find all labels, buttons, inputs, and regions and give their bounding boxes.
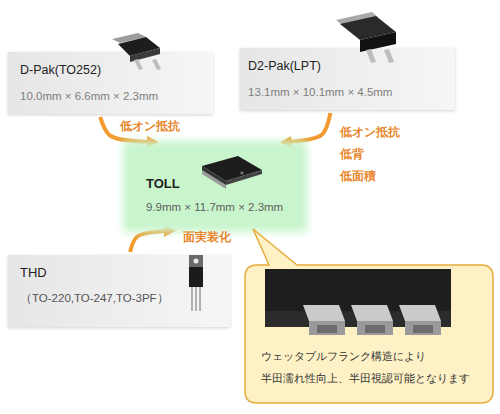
chip-lead — [384, 49, 394, 63]
wettable-flank-notch — [317, 325, 337, 333]
package-box: D2-Pak(LPT) 13.1mm × 10.1mm × 4.5mm — [240, 48, 455, 110]
package-illustration — [240, 48, 455, 110]
chip-body-side — [360, 32, 396, 52]
chip-lead — [366, 49, 376, 63]
flow-arrow — [288, 113, 330, 142]
package-dimensions: 9.9mm × 11.7mm × 2.3mm — [146, 200, 283, 214]
closeup-lead — [399, 305, 441, 321]
transistor-body — [189, 267, 203, 287]
transistor-hole — [194, 259, 199, 264]
transistor-lead — [191, 287, 193, 311]
transistor-lead — [195, 287, 197, 311]
flow-arrow — [130, 231, 167, 252]
callout-shape — [245, 229, 493, 403]
edge-label: 面実装化 — [183, 226, 231, 248]
closeup-lead — [351, 305, 393, 321]
chip-lead — [134, 59, 143, 70]
closeup-lead-front — [357, 321, 393, 335]
wettable-flank-notch — [365, 325, 385, 333]
transistor-lead — [199, 287, 201, 311]
package-name: D2-Pak(LPT) — [248, 59, 321, 75]
package-box: D-Pak(TO252) 10.0mm × 6.6mm × 2.3mm — [8, 52, 213, 114]
package-name: THD — [20, 265, 47, 281]
chip-mark — [240, 171, 243, 174]
chip-body-side — [226, 170, 262, 185]
edge-label: 低オン抵抗 — [120, 115, 180, 137]
wettable-flank-notch — [413, 325, 433, 333]
package-name: D-Pak(TO252) — [20, 63, 101, 79]
package-box: TOLL 9.9mm × 11.7mm × 2.3mm — [130, 148, 300, 225]
package-illustration — [8, 52, 213, 114]
package-dimensions: 13.1mm × 10.1mm × 4.5mm — [248, 85, 392, 99]
chip-body — [202, 156, 262, 181]
package-name: TOLL — [146, 176, 180, 192]
package-dimensions: （TO-220,TO-247,TO-3PF） — [20, 291, 169, 305]
chip-body-side — [202, 166, 226, 185]
transistor-tab — [189, 255, 203, 269]
package-dimensions: 10.0mm × 6.6mm × 2.3mm — [20, 89, 158, 103]
edge-label: 低オン抵抗 低背 低面積 — [340, 121, 400, 187]
package-name: ウェッタブルフランク構造により 半田濡れ性向上、半田視認可能となります — [261, 345, 476, 389]
callout-bubble: ウェッタブルフランク構造により 半田濡れ性向上、半田視認可能となります — [245, 265, 493, 403]
closeup-lead-front — [405, 321, 441, 335]
closeup-lead — [303, 305, 345, 321]
package-box: THD （TO-220,TO-247,TO-3PF） — [8, 255, 230, 327]
closeup-lead-front — [309, 321, 345, 335]
chip-lead — [152, 59, 161, 70]
closeup-body — [265, 269, 451, 311]
